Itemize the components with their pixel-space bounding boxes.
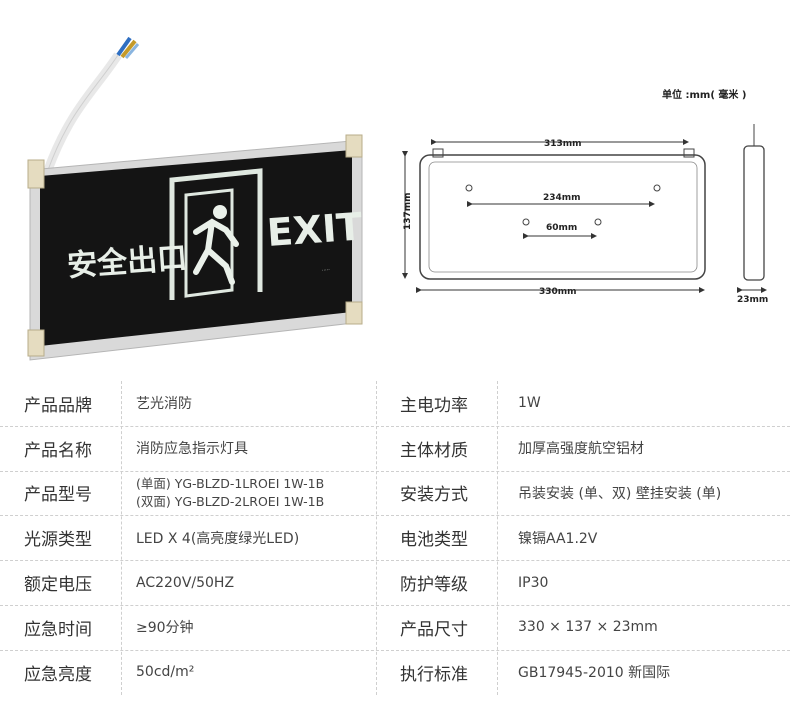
dim-width-bottom: 330mm <box>539 287 577 297</box>
spec-value: IP30 <box>518 574 549 591</box>
spec-value: LED X 4(高亮度绿光LED) <box>136 530 300 547</box>
spec-label: 主体材质 <box>400 440 468 461</box>
spec-label: 安装方式 <box>400 485 468 506</box>
spec-row: 应急亮度 50cd/m² 执行标准 GB17945-2010 新国际 <box>0 650 790 695</box>
dim-depth: 23mm <box>737 295 768 305</box>
spec-label: 产品品牌 <box>24 395 92 416</box>
spec-label: 额定电压 <box>24 575 92 596</box>
divider <box>497 381 498 695</box>
divider <box>376 381 377 695</box>
spec-label: 执行标准 <box>400 664 468 685</box>
spec-value: 加厚高强度航空铝材 <box>518 441 644 458</box>
spec-value-line: (双面) YG-BLZD-2LROEI 1W-1B <box>136 493 325 509</box>
spec-value: 消防应急指示灯具 <box>136 441 248 458</box>
spec-value-model: (单面) YG-BLZD-1LROEI 1W-1B (双面) YG-BLZD-2… <box>136 471 376 520</box>
spec-table: 产品品牌 艺光消防 主电功率 1W 产品名称 消防应急指示灯具 主体材质 加厚高… <box>0 381 790 695</box>
dim-height: 137mm <box>403 192 413 230</box>
spec-value-line: (单面) YG-BLZD-1LROEI 1W-1B <box>136 475 325 491</box>
spec-value: 50cd/m² <box>136 664 195 681</box>
spec-row: 产品名称 消防应急指示灯具 主体材质 加厚高强度航空铝材 <box>0 426 790 472</box>
product-photo: 安全出口 EXIT ····· <box>27 36 364 361</box>
spec-label: 应急时间 <box>24 619 92 640</box>
unit-label: 单位 :mm( 毫米 ) <box>662 90 747 101</box>
dim-hole-spacing: 234mm <box>543 193 581 203</box>
spec-label: 产品尺寸 <box>400 619 468 640</box>
spec-row: 产品品牌 艺光消防 主电功率 1W <box>0 381 790 427</box>
spec-row: 应急时间 ≥90分钟 产品尺寸 330 × 137 × 23mm <box>0 605 790 651</box>
spec-value: 330 × 137 × 23mm <box>518 619 658 636</box>
spec-label: 主电功率 <box>400 395 468 416</box>
spec-row: 产品型号 (单面) YG-BLZD-1LROEI 1W-1B (双面) YG-B… <box>0 471 790 517</box>
spec-row: 光源类型 LED X 4(高亮度绿光LED) 电池类型 镍镉AA1.2V <box>0 515 790 562</box>
spec-row: 额定电压 AC220V/50HZ 防护等级 IP30 <box>0 560 790 606</box>
spec-value: 吊装安装 (单、双) 壁挂安装 (单) <box>518 485 722 502</box>
spec-label: 产品名称 <box>24 440 92 461</box>
spec-label: 应急亮度 <box>24 664 92 685</box>
sign-text-en: EXIT <box>266 204 364 255</box>
dim-inner-spacing: 60mm <box>546 223 577 233</box>
spec-value: GB17945-2010 新国际 <box>518 665 671 682</box>
spec-value: 镍镉AA1.2V <box>518 530 598 547</box>
product-header: 安全出口 EXIT ····· 单位 :mm( 毫米 ) 313mm 137mm… <box>27 36 768 361</box>
sign-text-cn: 安全出口 <box>66 241 188 284</box>
spec-label: 光源类型 <box>24 530 92 551</box>
spec-label: 防护等级 <box>400 575 468 596</box>
spec-value: 1W <box>518 395 541 412</box>
spec-value: 艺光消防 <box>136 396 192 413</box>
spec-value: ≥90分钟 <box>136 620 194 637</box>
svg-text:·····: ····· <box>322 267 331 274</box>
spec-value: AC220V/50HZ <box>136 574 235 591</box>
dim-width-top: 313mm <box>544 139 582 149</box>
divider <box>121 381 122 695</box>
dimension-drawing: 313mm 137mm 234mm 60mm 330mm 23mm <box>402 124 768 305</box>
spec-label: 产品型号 <box>24 485 92 506</box>
spec-label: 电池类型 <box>400 530 468 551</box>
